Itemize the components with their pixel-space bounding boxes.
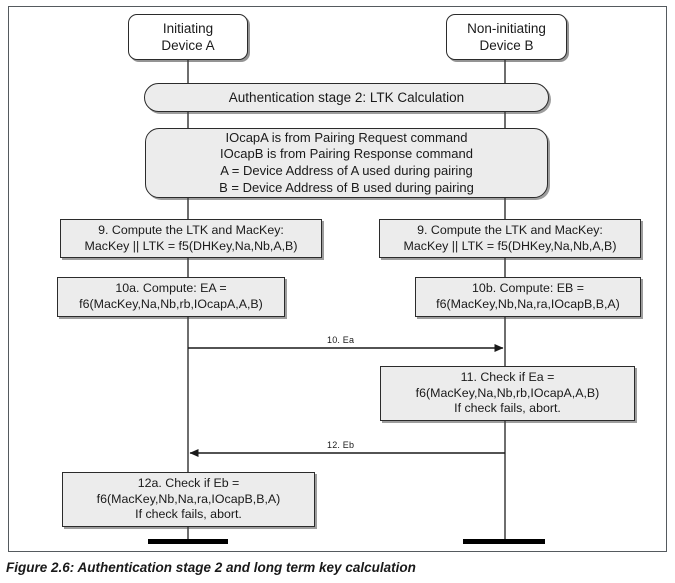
- stage-banner: Authentication stage 2: LTK Calculation: [144, 83, 549, 112]
- definitions-box: IOcapA is from Pairing Request command I…: [145, 128, 548, 198]
- definition-line: IOcapB is from Pairing Response command: [220, 146, 473, 162]
- step-11-line3: If check fails, abort.: [454, 401, 561, 416]
- step-box-10a[interactable]: 10a. Compute: EA = f6(MacKey,Na,Nb,rb,IO…: [57, 277, 285, 317]
- step-box-10b[interactable]: 10b. Compute: EB = f6(MacKey,Nb,Na,ra,IO…: [415, 277, 641, 317]
- definition-line: A = Device Address of A used during pair…: [220, 163, 473, 178]
- figure-caption: Figure 2.6: Authentication stage 2 and l…: [6, 560, 416, 575]
- lifeline-terminator-b: [463, 539, 545, 544]
- step-box-11[interactable]: 11. Check if Ea = f6(MacKey,Na,Nb,rb,IOc…: [380, 366, 635, 421]
- device-b-line1: Non-initiating: [467, 20, 546, 36]
- step-11-line2: f6(MacKey,Na,Nb,rb,IOcapA,A,B): [415, 385, 600, 400]
- device-box-a[interactable]: Initiating Device A: [128, 14, 248, 60]
- device-a-line1: Initiating: [162, 20, 214, 36]
- message-label-12-eb: 12. Eb: [327, 440, 355, 450]
- stage-banner-text: Authentication stage 2: LTK Calculation: [228, 89, 465, 105]
- step-10a-line2: f6(MacKey,Na,Nb,rb,IOcapA,A,B): [79, 297, 263, 311]
- device-a-line2: Device A: [161, 38, 215, 53]
- step-box-9a[interactable]: 9. Compute the LTK and MacKey: MacKey ||…: [60, 219, 322, 258]
- definition-line: B = Device Address of B used during pair…: [219, 179, 474, 195]
- step-12a-line3: If check fails, abort.: [135, 507, 242, 522]
- step-10a-line1: 10a. Compute: EA =: [115, 281, 227, 296]
- step-box-9b[interactable]: 9. Compute the LTK and MacKey: MacKey ||…: [379, 219, 641, 258]
- message-label-10-ea: 10. Ea: [327, 335, 355, 345]
- step-9b-line2: MacKey || LTK = f5(DHKey,Na,Nb,A,B): [403, 238, 617, 253]
- step-12a-line2: f6(MacKey,Nb,Na,ra,IOcapB,B,A): [96, 491, 281, 506]
- device-box-b[interactable]: Non-initiating Device B: [446, 14, 567, 60]
- step-9a-line2: MacKey || LTK = f5(DHKey,Na,Nb,A,B): [84, 238, 298, 253]
- step-box-12a[interactable]: 12a. Check if Eb = f6(MacKey,Nb,Na,ra,IO…: [62, 472, 315, 527]
- step-11-line1: 11. Check if Ea =: [460, 369, 555, 384]
- device-b-line2: Device B: [479, 38, 534, 53]
- definition-line: IOcapA is from Pairing Request command: [225, 129, 468, 145]
- step-10b-line2: f6(MacKey,Nb,Na,ra,IOcapB,B,A): [436, 297, 620, 311]
- step-12a-line1: 12a. Check if Eb =: [137, 475, 240, 490]
- step-9b-line1: 9. Compute the LTK and MacKey:: [417, 222, 603, 237]
- step-9a-line1: 9. Compute the LTK and MacKey:: [98, 222, 284, 237]
- lifeline-terminator-a: [148, 539, 228, 544]
- step-10b-line1: 10b. Compute: EB =: [472, 281, 584, 296]
